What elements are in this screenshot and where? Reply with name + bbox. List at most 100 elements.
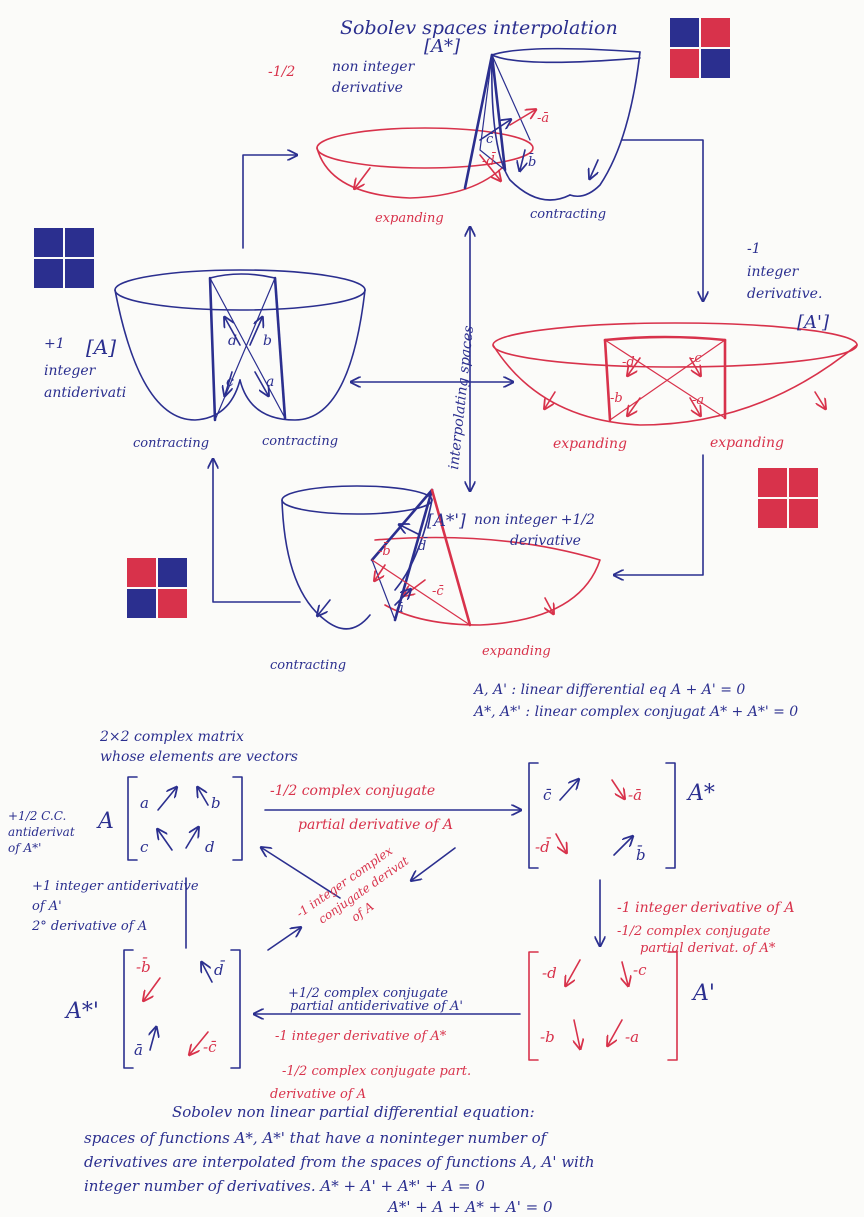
top-desc-line2: derivative [332, 80, 403, 96]
matrix-A-star-prime-cell-b: -b̄ [136, 958, 151, 976]
top-order-label: -1/2 [268, 64, 295, 80]
matrix-A-star-name: A* [686, 781, 715, 806]
matrix-A-prime-cell-b: -b [540, 1028, 555, 1046]
center-interpolating-label: interpolating spaces [446, 325, 477, 471]
arrow-Aprime-to-Astarprime-line2: partial antiderivative of A' [290, 999, 463, 1014]
matrix-A-prime-cell-a: -a [625, 1028, 639, 1046]
bottom-vector-d: d̄ [418, 537, 428, 554]
left-note-1-line2: antiderivat [8, 825, 75, 839]
arrow-Astar-to-Aprime-line2: -1/2 complex conjugate [617, 924, 771, 939]
footer-line1: Sobolev non linear partial differential … [172, 1103, 535, 1121]
surface-top [316, 47, 641, 201]
matrix-A-star-cell-c: c̄ [543, 786, 552, 804]
left-note-2-line3: 2° derivative of A [31, 919, 147, 934]
left-matrix-label: [A] [86, 335, 116, 359]
matrix-A-name: A [96, 809, 114, 834]
bottom-left-label: contracting [270, 658, 346, 673]
right-vector-c: -c [690, 351, 702, 366]
footer-line2: spaces of functions A*, A*' that have a … [84, 1129, 549, 1147]
left-vector-b: b [263, 333, 272, 349]
left-vector-d: d [228, 333, 237, 349]
left-vector-c: c [226, 374, 234, 390]
right-matrix-label: [A'] [797, 312, 830, 333]
equation-line2: A*, A*' : linear complex conjugat A* + A… [472, 704, 798, 720]
right-left-label: expanding [553, 436, 627, 452]
matrix-A-star-cell-a: -ā [628, 786, 642, 804]
arrow-Astar-to-Aprime-line3: partial derivat. of A* [640, 941, 776, 956]
footer-line5: A*' + A + A* + A' = 0 [386, 1198, 553, 1216]
left-note-2-line2: of A' [32, 899, 62, 914]
matrix-A-star-prime-cell-a: ā [134, 1041, 143, 1059]
top-desc-line1: non integer [332, 59, 416, 75]
left-note-1-line3: of A*' [8, 841, 41, 855]
bottom-vector-b: -b̄ [378, 542, 391, 559]
surface-bottom [281, 485, 601, 630]
matrix-A-prime-name: A' [691, 981, 715, 1006]
matrix-A-prime [528, 951, 678, 1061]
top-left-label: expanding [375, 211, 444, 226]
matrix-A-star-cell-b: b̄ [636, 846, 646, 864]
bottom-desc-line2: derivative [510, 533, 581, 549]
matrix-arrows [185, 810, 600, 1014]
surface-left [114, 269, 366, 422]
top-right-label: contracting [530, 207, 606, 222]
footer-line4: integer number of derivatives. A* + A' +… [84, 1177, 485, 1195]
matrix-A-prime-cell-d: -d [542, 964, 557, 982]
surface-right [492, 322, 858, 426]
left-note-2-line1: +1 integer antiderivative [32, 879, 199, 894]
matrix-A-star-prime [123, 949, 241, 1069]
arrow-Aprime-to-Astarprime-line4: -1/2 complex conjugate part. [282, 1064, 471, 1079]
grid-icon-bottom-left [127, 558, 187, 618]
right-desc-line1: integer [747, 264, 800, 280]
arrow-A-to-Astar-line1: -1/2 complex conjugate [270, 783, 435, 799]
matrix-A-star-prime-cell-c: -c̄ [203, 1038, 217, 1056]
arrow-Aprime-to-Astarprime-line5: derivative of A [270, 1087, 366, 1102]
matrix-A-cell-b: b [211, 794, 221, 812]
left-order-label: +1 [44, 336, 65, 352]
cycle-arrows [213, 139, 703, 603]
footer-line3: derivatives are interpolated from the sp… [84, 1153, 595, 1171]
left-left-label: contracting [133, 436, 209, 451]
bottom-vector-c: -c̄ [432, 584, 444, 599]
top-vector-d: -d̄ [482, 152, 497, 169]
bottom-matrix-label: [A*'] [427, 511, 466, 531]
top-vector-b: b̄ [528, 153, 536, 170]
matrix-A-star [528, 762, 676, 869]
right-vector-a: -a [692, 393, 704, 408]
top-matrix-label: [A*] [424, 36, 461, 57]
left-desc-line2: antiderivati [44, 385, 126, 401]
matrix-note-line1: 2×2 complex matrix [99, 729, 244, 745]
right-desc-line2: derivative. [747, 286, 822, 302]
top-vector-c: c̄ [486, 132, 494, 147]
right-vector-d: -d [622, 355, 635, 370]
matrix-note-line2: whose elements are vectors [100, 749, 298, 765]
top-vector-a: -ā [537, 111, 549, 126]
right-vector-b: -b [610, 391, 623, 406]
page-title: Sobolev spaces interpolation [340, 17, 618, 39]
arrow-Aprime-to-Astarprime-line3: -1 integer derivative of A* [275, 1029, 447, 1044]
arrow-Aprime-to-Astarprime-line1: +1/2 complex conjugate [288, 986, 448, 1001]
left-desc-line1: integer [44, 363, 97, 379]
matrix-A-cell-c: c [140, 838, 149, 856]
bottom-right-label: expanding [482, 644, 551, 659]
grid-icon-right [758, 468, 818, 528]
grid-icon-left [34, 228, 94, 288]
left-vector-a: a [266, 374, 274, 390]
matrix-A-cell-d: d [205, 838, 215, 856]
matrix-A-star-cell-d: -d̄ [535, 838, 551, 856]
left-note-1-line1: +1/2 C.C. [8, 809, 66, 823]
matrix-A [127, 776, 243, 861]
grid-icon-top-right [670, 18, 730, 78]
matrix-A-star-prime-cell-d: d̄ [214, 961, 225, 979]
right-right-label: expanding [710, 435, 784, 451]
bottom-vector-a: ā [396, 601, 404, 616]
matrix-A-prime-cell-c: -c [633, 961, 647, 979]
equation-line1: A, A' : linear differential eq A + A' = … [472, 682, 745, 698]
arrow-Astar-to-Aprime-line1: -1 integer derivative of A [617, 900, 794, 916]
arrow-A-to-Astar-line2: partial derivative of A [298, 817, 453, 833]
bottom-desc-line1: non integer +1/2 [474, 512, 595, 528]
matrix-A-cell-a: a [140, 794, 149, 812]
matrix-A-star-prime-name: A*' [64, 999, 99, 1024]
right-order-label: -1 [747, 241, 761, 257]
